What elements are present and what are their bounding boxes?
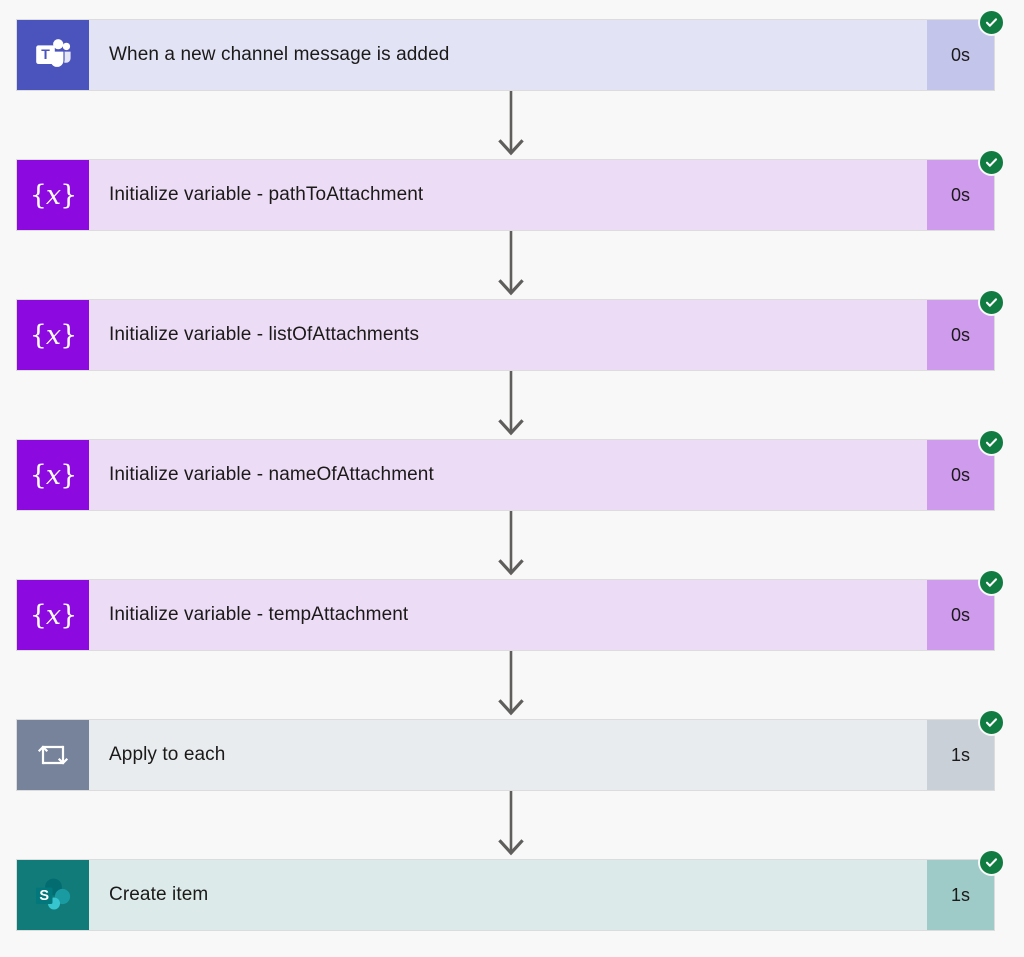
step-title: Apply to each: [109, 744, 226, 765]
step-title-container: Initialize variable - listOfAttachments: [89, 300, 927, 370]
flow-step-card[interactable]: {x} Initialize variable - pathToAttachmen…: [16, 149, 1005, 231]
flow-step-card[interactable]: {x} Initialize variable - listOfAttachmen…: [16, 289, 1005, 371]
step-icon-container: {x}: [17, 160, 89, 230]
step-icon-container: {x}: [17, 300, 89, 370]
flow-connector-arrow: [495, 231, 527, 299]
step-icon-container: [17, 720, 89, 790]
status-success-icon: [978, 9, 1005, 36]
step-title-container: Initialize variable - nameOfAttachment: [89, 440, 927, 510]
flow-step-card[interactable]: {x} Initialize variable - nameOfAttachmen…: [16, 429, 1005, 511]
sharepoint-icon: S: [33, 876, 73, 914]
step-title-container: Initialize variable - pathToAttachment: [89, 160, 927, 230]
step-title-container: When a new channel message is added: [89, 20, 927, 90]
flow-connector-arrow: [495, 371, 527, 439]
variable-icon: {x}: [29, 179, 78, 211]
flow-connector-arrow: [495, 651, 527, 719]
svg-text:S: S: [39, 888, 49, 904]
step-title-container: Apply to each: [89, 720, 927, 790]
step-icon-container: {x}: [17, 580, 89, 650]
status-success-icon: [978, 429, 1005, 456]
step-title: Initialize variable - tempAttachment: [109, 604, 409, 625]
step-title: When a new channel message is added: [109, 44, 450, 65]
status-success-icon: [978, 849, 1005, 876]
svg-text:T: T: [41, 46, 50, 62]
step-title: Initialize variable - nameOfAttachment: [109, 464, 434, 485]
variable-icon: {x}: [29, 599, 78, 631]
status-success-icon: [978, 569, 1005, 596]
step-icon-container: S: [17, 860, 89, 930]
status-success-icon: [978, 289, 1005, 316]
step-title-container: Initialize variable - tempAttachment: [89, 580, 927, 650]
flow-connector-arrow: [495, 511, 527, 579]
step-title: Initialize variable - pathToAttachment: [109, 184, 424, 205]
step-title-container: Create item: [89, 860, 927, 930]
status-success-icon: [978, 709, 1005, 736]
flow-connector-arrow: [495, 91, 527, 159]
step-icon-container: {x}: [17, 440, 89, 510]
microsoft-teams-icon: T: [34, 37, 72, 73]
step-title: Initialize variable - listOfAttachments: [109, 324, 420, 345]
step-icon-container: T: [17, 20, 89, 90]
variable-icon: {x}: [29, 319, 78, 351]
flow-connector-arrow: [495, 791, 527, 859]
variable-icon: {x}: [29, 459, 78, 491]
status-success-icon: [978, 149, 1005, 176]
step-title: Create item: [109, 884, 209, 905]
loop-icon: [36, 739, 70, 771]
